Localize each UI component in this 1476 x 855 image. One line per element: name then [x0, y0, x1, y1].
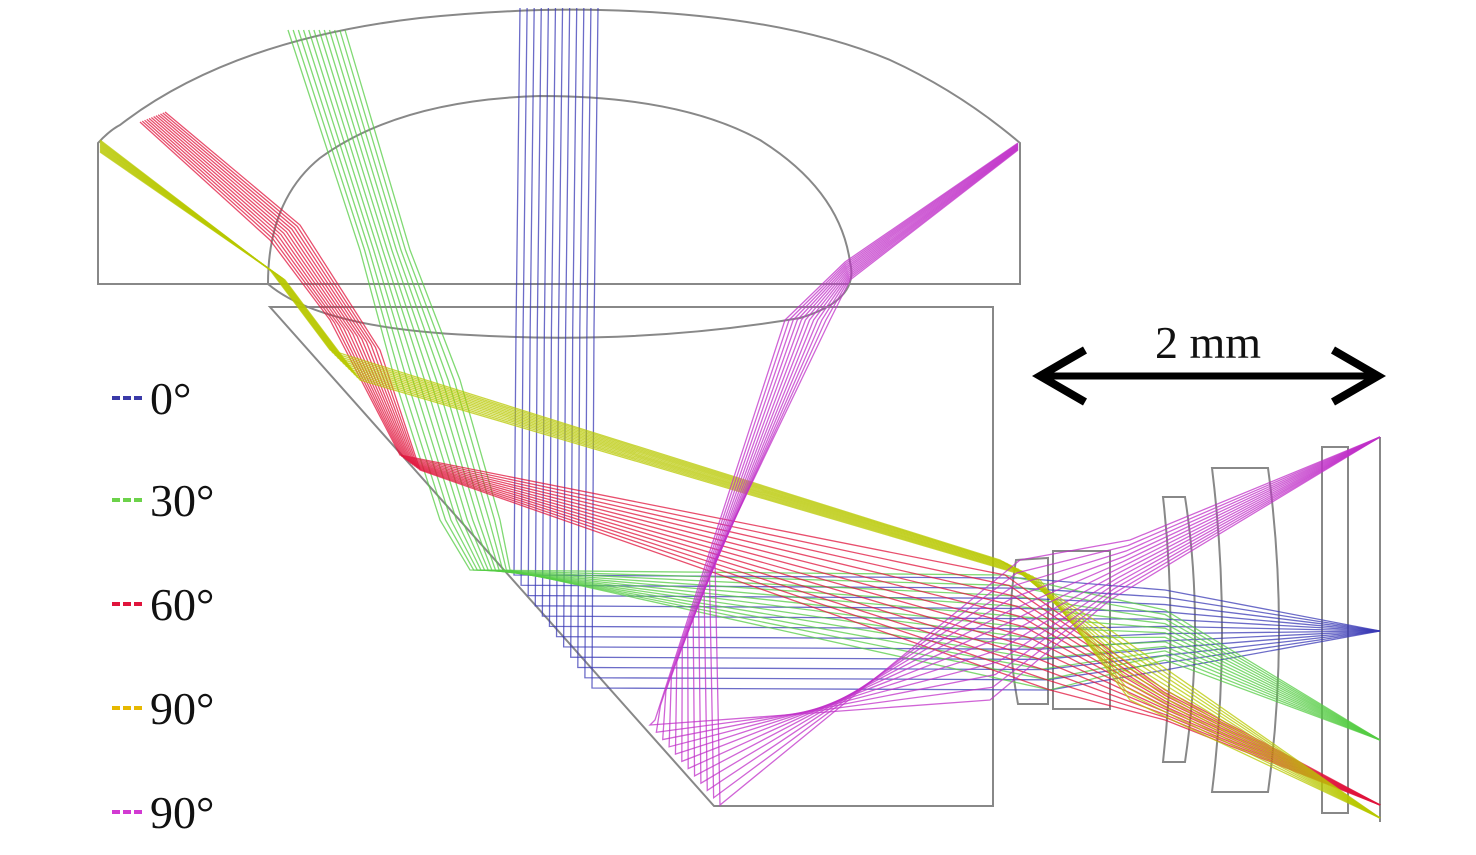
bundle-30deg-ray-2: [297, 29, 1381, 741]
fold-prism: [267, 306, 994, 807]
bundle-90deg-a-ray-11: [99, 151, 1381, 819]
bundle-90deg-b-ray-8: [697, 147, 1381, 785]
bundle-0deg-ray-8: [570, 7, 1381, 661]
bundle-60deg-ray-2: [144, 119, 1381, 806]
bundle-30deg-ray-1: [292, 29, 1381, 741]
eyepiece-lens-2: [1210, 467, 1280, 793]
relay-lens-1: [1009, 556, 1049, 705]
bundle-0deg-ray-1: [520, 7, 1381, 632]
eyepiece-lens-1: [1161, 496, 1196, 763]
scale-bar-arrow: [1032, 346, 1386, 406]
scale-bar-arrowhead-left: [1032, 346, 1088, 406]
inner-meniscus-surface: [267, 94, 853, 339]
bundle-60deg: [139, 111, 1381, 806]
legend-label-0: 0°: [150, 373, 192, 424]
bundle-0deg-ray-9: [577, 7, 1381, 671]
bundle-90deg-b-ray-3: [668, 144, 1381, 748]
bundle-30deg-ray-3: [302, 29, 1381, 741]
bundle-60deg-ray-1: [141, 120, 1381, 806]
scale-bar-arrowhead-right: [1330, 346, 1386, 406]
legend-swatch-1: [112, 498, 142, 502]
bundle-60deg-ray-10: [162, 112, 1381, 806]
bundle-90deg-a: [99, 139, 1381, 819]
bundle-90deg-b-ray-2: [662, 143, 1381, 741]
bundle-30deg-ray-7: [323, 29, 1381, 741]
bundle-30deg-ray-5: [313, 29, 1381, 741]
bundle-0deg-ray-6: [555, 7, 1381, 640]
bundle-60deg-ray-5: [150, 116, 1381, 806]
bundle-60deg-ray-6: [153, 116, 1381, 806]
bundle-60deg-ray-9: [160, 113, 1381, 806]
legend-label-3: 90°: [150, 683, 215, 734]
bundle-0deg-ray-2: [527, 7, 1381, 632]
bundle-0deg-ray-3: [534, 7, 1381, 632]
bundle-0deg-ray-10: [584, 7, 1381, 681]
ray-bundles: [99, 7, 1381, 819]
legend-swatch-3: [112, 706, 142, 710]
legend-label-2: 60°: [150, 579, 215, 630]
front-dome-lens: [97, 8, 1021, 285]
bundle-30deg: [287, 29, 1381, 741]
bundle-90deg-b-ray-4: [674, 145, 1381, 755]
lens-outlines: [97, 8, 1381, 822]
bundle-90deg-b-ray-0: [648, 142, 1381, 726]
bundle-60deg-ray-3: [146, 118, 1381, 806]
scale-bar-label: 2 mm: [1155, 317, 1262, 368]
bundle-30deg-ray-0: [287, 29, 1381, 741]
bundle-0deg-ray-0: [513, 7, 1381, 632]
bundle-0deg-ray-11: [591, 7, 1381, 691]
bundle-90deg-b: [648, 142, 1381, 807]
legend-swatch-0: [112, 396, 142, 400]
bundle-30deg-ray-8: [328, 29, 1381, 741]
bundle-90deg-b-ray-1: [655, 143, 1381, 734]
bundle-90deg-b-ray-11: [714, 149, 1381, 807]
legend-swatch-2: [112, 602, 142, 606]
bundle-30deg-ray-6: [318, 29, 1381, 741]
bundle-60deg-ray-4: [148, 117, 1381, 806]
bundle-90deg-b-ray-10: [708, 148, 1381, 800]
bundle-30deg-ray-4: [308, 29, 1381, 741]
legend-swatch-4: [112, 810, 142, 814]
legend-label-4: 90°: [150, 787, 215, 838]
bundle-90deg-b-ray-5: [681, 145, 1381, 763]
bundle-60deg-ray-11: [164, 111, 1381, 806]
bundle-30deg-ray-11: [344, 29, 1381, 741]
bundle-90deg-b-ray-6: [687, 146, 1381, 770]
bundle-90deg-b-ray-9: [703, 148, 1381, 792]
bundle-60deg-ray-7: [155, 115, 1381, 806]
bundle-90deg-b-ray-7: [692, 146, 1381, 777]
legend-label-1: 30°: [150, 475, 215, 526]
